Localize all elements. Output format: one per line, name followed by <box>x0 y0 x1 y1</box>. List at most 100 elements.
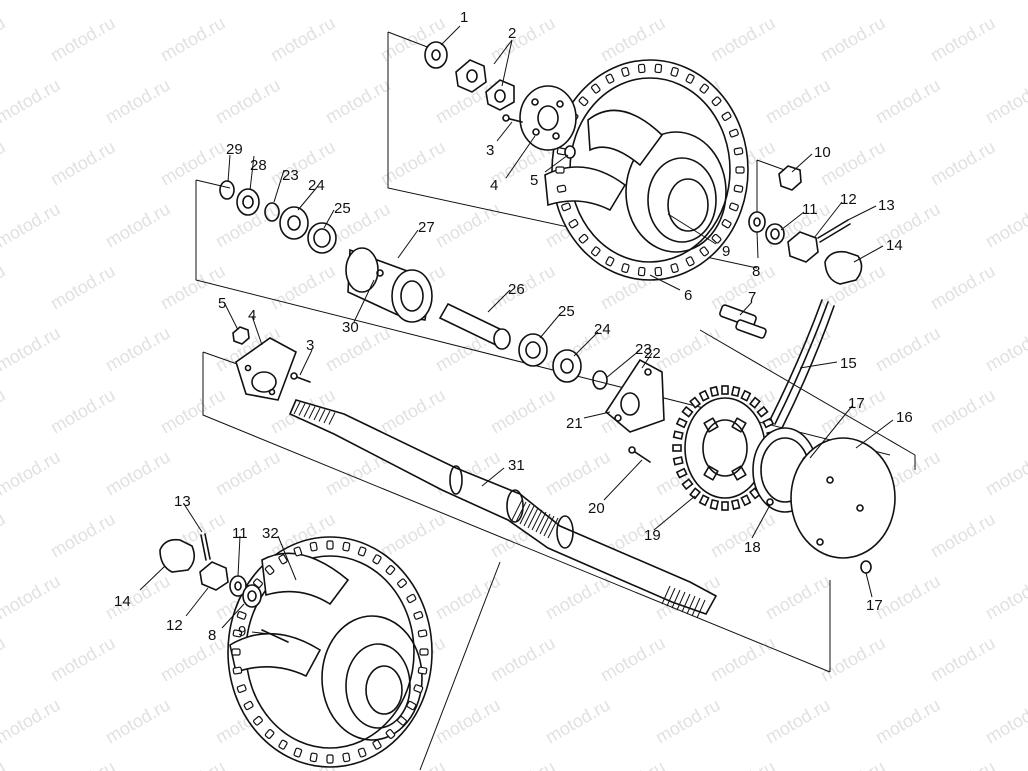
sprocket-tooth <box>709 385 720 397</box>
watermark-text: motod.ru <box>102 0 174 3</box>
sprocket-tooth <box>672 430 684 440</box>
sprocket-tooth <box>675 417 688 429</box>
tread-block <box>342 752 351 763</box>
tread-block <box>326 540 334 550</box>
watermark-text: motod.ru <box>47 13 119 66</box>
tread-block <box>309 541 318 552</box>
watermark-text: motod.ru <box>267 261 339 314</box>
tread-block <box>406 700 417 711</box>
callout-27: 27 <box>418 219 435 236</box>
spline-line <box>686 595 696 615</box>
watermark-text: motod.ru <box>102 199 174 252</box>
spline-line <box>318 409 326 422</box>
watermark-text: motod.ru <box>212 447 284 500</box>
tread-block <box>326 754 334 764</box>
callout-11: 11 <box>802 201 818 218</box>
bearing-25a <box>307 222 337 254</box>
watermark-text: motod.ru <box>982 323 1028 376</box>
spline-line <box>539 513 551 535</box>
upper-cotter-pin-13 <box>817 219 851 243</box>
watermark-text: motod.ru <box>542 695 614 748</box>
sprocket-tooth <box>681 478 694 491</box>
watermark-text: motod.ru <box>982 199 1028 252</box>
watermark-text: motod.ru <box>762 75 834 128</box>
watermark-text: motod.ru <box>377 385 449 438</box>
tread-block <box>236 611 247 620</box>
callout-14-lower: 14 <box>114 593 131 610</box>
tread-block <box>397 715 407 726</box>
callout-29: 29 <box>226 141 243 158</box>
watermark-text: motod.ru <box>102 571 174 624</box>
snap-ring-29 <box>219 180 235 200</box>
watermark-text: motod.ru <box>707 13 779 66</box>
tread-block <box>735 166 745 174</box>
brake-disc-16 <box>790 437 896 559</box>
watermark-text: motod.ru <box>762 323 834 376</box>
watermark-text: motod.ru <box>47 757 119 771</box>
watermark-text: motod.ru <box>0 447 64 500</box>
sprocket-tooth <box>748 396 761 409</box>
watermark-text: motod.ru <box>102 323 174 376</box>
watermark-text: motod.ru <box>0 75 64 128</box>
tread-block <box>397 578 407 589</box>
spline-line <box>519 503 531 525</box>
spline-line <box>661 585 671 605</box>
tread-block <box>621 66 630 77</box>
watermark-text: motod.ru <box>982 695 1028 748</box>
callout-18: 18 <box>744 539 761 556</box>
spline-line <box>308 406 316 419</box>
spline-line <box>676 591 686 611</box>
tread-block <box>413 611 424 620</box>
tread-block <box>293 546 303 557</box>
watermark-text: motod.ru <box>47 137 119 190</box>
watermark-text: motod.ru <box>707 261 779 314</box>
watermark-text: motod.ru <box>927 509 999 562</box>
tread-block <box>590 83 601 94</box>
watermark-text: motod.ru <box>102 75 174 128</box>
watermark-text: motod.ru <box>267 13 339 66</box>
tread-block <box>699 246 710 257</box>
callout-5: 5 <box>530 172 538 189</box>
callout-25-upper: 25 <box>334 200 351 217</box>
watermark-text: motod.ru <box>872 75 944 128</box>
watermark-text: motod.ru <box>47 633 119 686</box>
watermark-text: motod.ru <box>872 571 944 624</box>
callout-6: 6 <box>684 287 692 304</box>
watermark-text: motod.ru <box>982 75 1028 128</box>
bolt-20 <box>628 446 651 463</box>
lower-cotter-pin-13 <box>200 533 211 561</box>
tread-block <box>417 666 428 675</box>
watermark-text: motod.ru <box>157 137 229 190</box>
sprocket-tooth <box>730 499 741 511</box>
spline-line <box>696 599 706 619</box>
callout-8-lower: 8 <box>208 627 216 644</box>
tread-block <box>685 256 695 267</box>
spline-line <box>535 511 547 533</box>
watermark-text: motod.ru <box>102 447 174 500</box>
watermark-text: motod.ru <box>487 385 559 438</box>
nut-17 <box>860 560 872 574</box>
lower-stud-3 <box>290 372 311 383</box>
tread-block <box>385 728 396 739</box>
watermark-text: motod.ru <box>47 385 119 438</box>
watermark-text: motod.ru <box>0 0 64 3</box>
sprocket-hub-21 <box>604 358 665 433</box>
oring-23a <box>264 202 280 222</box>
tread-block <box>568 219 579 229</box>
watermark-text: motod.ru <box>0 137 9 190</box>
tread-block <box>232 666 243 675</box>
watermark-text: motod.ru <box>927 757 999 771</box>
lower-pin-9 <box>261 629 289 643</box>
sprocket-tooth <box>689 396 702 409</box>
sprocket-tooth <box>721 501 729 511</box>
watermark-text: motod.ru <box>872 323 944 376</box>
tread-block <box>637 63 646 74</box>
callout-25: 25 <box>558 303 575 320</box>
callout-3: 3 <box>486 142 494 159</box>
watermark-text: motod.ru <box>762 0 834 3</box>
callout-3-lower: 3 <box>306 337 314 354</box>
watermark-text: motod.ru <box>47 509 119 562</box>
sprocket-tooth <box>698 494 710 507</box>
tread-block <box>264 728 275 739</box>
watermark-text: motod.ru <box>652 0 724 3</box>
